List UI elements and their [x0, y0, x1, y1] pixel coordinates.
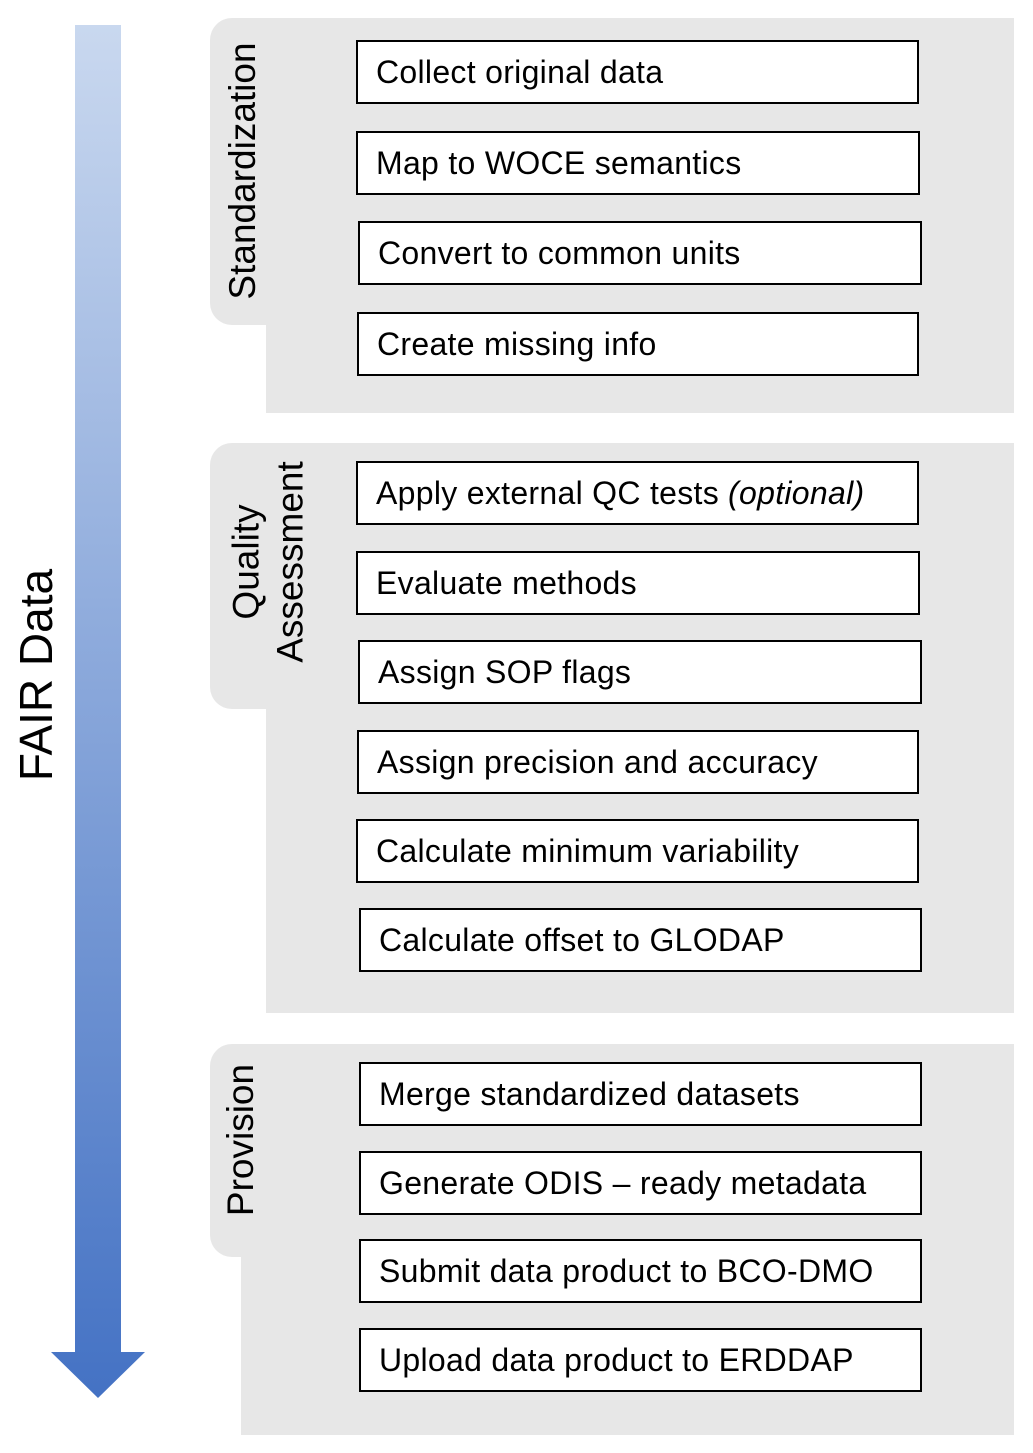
provision-title: Provision: [220, 1063, 262, 1217]
optional-note: (optional): [728, 474, 865, 511]
provision-tab: [210, 1044, 270, 1257]
step-calculate-offset-to-glodap: Calculate offset to GLODAP: [359, 908, 922, 972]
quality-assessment-title: Quality Assessment: [225, 461, 310, 663]
step-evaluate-methods: Evaluate methods: [356, 551, 920, 615]
step-assign-precision-and-accuracy: Assign precision and accuracy: [357, 730, 919, 794]
step-calculate-minimum-variability: Calculate minimum variability: [356, 819, 919, 883]
step-upload-data-product-to-erddap: Upload data product to ERDDAP: [359, 1328, 922, 1392]
step-generate-odis-ready-metadata: Generate ODIS – ready metadata: [359, 1151, 922, 1215]
step-submit-data-product-to-bco-dmo: Submit data product to BCO-DMO: [359, 1239, 922, 1303]
step-map-to-woce-semantics: Map to WOCE semantics: [356, 131, 920, 195]
standardization-title: Standardization: [222, 42, 264, 300]
fair-data-label: FAIR Data: [10, 568, 62, 782]
standardization-tab: [210, 18, 290, 325]
step-collect-original-data: Collect original data: [356, 40, 919, 104]
fair-data-arrow: [51, 25, 145, 1398]
quality-assessment-tab: [210, 443, 310, 709]
step-apply-external-qc-tests: Apply external QC tests(optional): [356, 461, 919, 525]
step-merge-standardized-datasets: Merge standardized datasets: [359, 1062, 922, 1126]
step-assign-sop-flags: Assign SOP flags: [358, 640, 922, 704]
step-convert-to-common-units: Convert to common units: [358, 221, 922, 285]
step-create-missing-info: Create missing info: [357, 312, 919, 376]
